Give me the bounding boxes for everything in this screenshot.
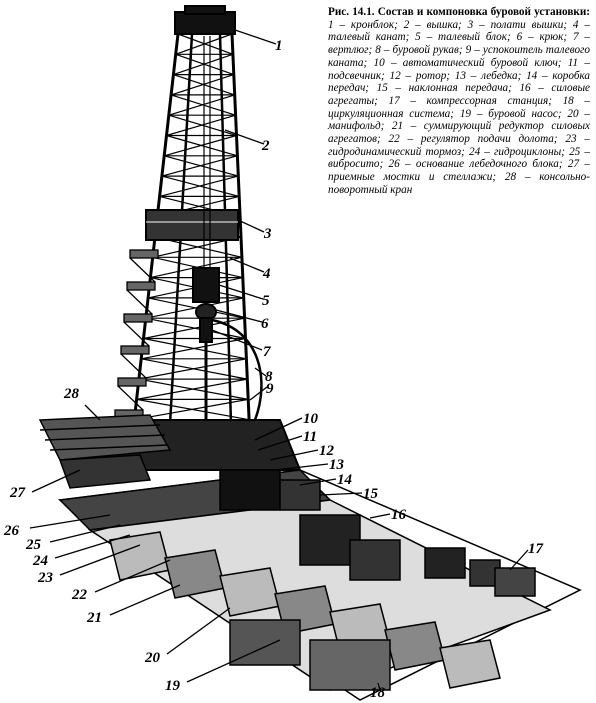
stairways xyxy=(114,249,159,443)
callout-6: 6 xyxy=(261,316,269,332)
pipe-rack xyxy=(38,414,172,489)
figure-caption: Рис. 14.1. Состав и компоновка буровой у… xyxy=(328,6,590,197)
callout-9: 9 xyxy=(266,381,274,397)
callout-21: 21 xyxy=(86,610,102,626)
callout-19: 19 xyxy=(165,678,181,694)
callout-4: 4 xyxy=(262,266,271,282)
callout-18: 18 xyxy=(370,685,386,701)
callout-15: 15 xyxy=(363,486,379,502)
equipment-modules xyxy=(109,531,501,689)
callout-12: 12 xyxy=(319,443,335,459)
caption-legend: 1 – кронблок; 2 – вышка; 3 – полати вышк… xyxy=(328,18,590,196)
callout-27: 27 xyxy=(9,485,26,501)
callout-25: 25 xyxy=(25,537,42,553)
callout-13: 13 xyxy=(329,457,345,473)
callout-20: 20 xyxy=(144,650,161,666)
callout-11: 11 xyxy=(303,429,317,445)
leader-lines xyxy=(29,29,529,691)
callout-8: 8 xyxy=(265,369,273,385)
callout-10: 10 xyxy=(303,411,319,427)
callout-2: 2 xyxy=(261,138,270,154)
callout-23: 23 xyxy=(37,570,54,586)
callout-17: 17 xyxy=(528,541,544,557)
callout-24: 24 xyxy=(32,553,49,569)
caption-title: Рис. 14.1. Состав и компоновка буровой у… xyxy=(328,6,590,18)
callout-3: 3 xyxy=(263,226,272,242)
callout-14: 14 xyxy=(337,472,353,488)
callout-22: 22 xyxy=(71,587,88,603)
callout-26: 26 xyxy=(3,523,20,539)
derrick xyxy=(98,5,302,471)
callout-5: 5 xyxy=(262,293,270,309)
callout-28: 28 xyxy=(63,386,80,402)
callout-16: 16 xyxy=(391,507,407,523)
callout-7: 7 xyxy=(263,344,271,360)
callout-labels: 1 2 3 4 5 6 7 8 9 10 11 12 13 14 15 16 1… xyxy=(3,38,544,701)
callout-1: 1 xyxy=(275,38,283,54)
substructure xyxy=(57,469,582,701)
